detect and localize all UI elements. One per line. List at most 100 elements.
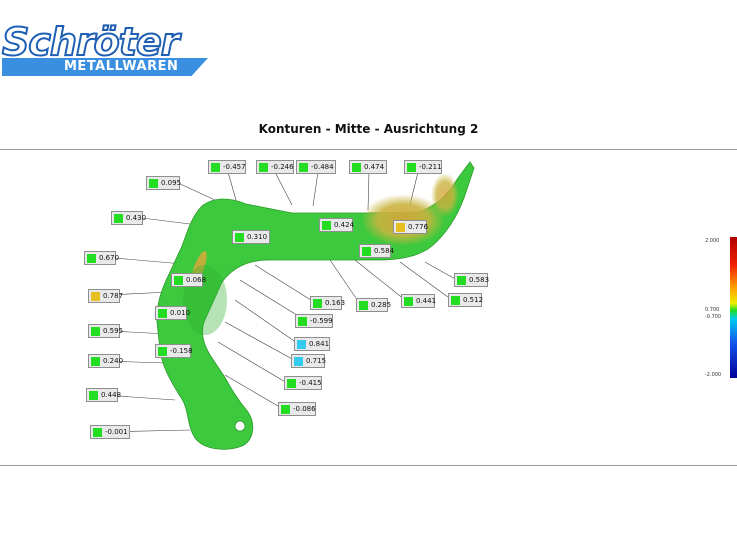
- deviation-value: 0.285: [371, 301, 392, 309]
- deviation-color-swatch: [235, 233, 244, 242]
- deviation-callout: 0.068: [171, 273, 207, 287]
- deviation-value: -0.086: [293, 405, 316, 413]
- page-title: Konturen - Mitte - Ausrichtung 2: [258, 122, 479, 136]
- top-divider: [0, 149, 737, 150]
- deviation-color-swatch: [407, 163, 416, 172]
- deviation-callout: 0.095: [146, 176, 182, 190]
- deviation-callout: 0.424: [319, 218, 355, 232]
- deviation-value: -0.246: [271, 163, 294, 171]
- deviation-color-swatch: [287, 379, 296, 388]
- deviation-color-swatch: [396, 223, 405, 232]
- deviation-callout: -0.158: [155, 344, 193, 358]
- deviation-color-swatch: [359, 301, 368, 310]
- deviation-callout: 0.285: [356, 298, 392, 312]
- deviation-value: 0.448: [101, 391, 122, 399]
- deviation-color-swatch: [259, 163, 268, 172]
- deviation-value: -0.484: [311, 163, 334, 171]
- deviation-color-swatch: [158, 347, 167, 356]
- deviation-value: 0.715: [306, 357, 327, 365]
- deviation-callout: 0.670: [84, 251, 120, 265]
- deviation-callout: 0.841: [294, 337, 330, 351]
- deviation-color-swatch: [91, 327, 100, 336]
- deviation-color-swatch: [89, 391, 98, 400]
- deviation-value: 0.441: [416, 297, 437, 305]
- deviation-value: -0.211: [419, 163, 442, 171]
- deviation-value: 0.841: [309, 340, 330, 348]
- deviation-callout: -0.246: [256, 160, 294, 174]
- deviation-color-swatch: [281, 405, 290, 414]
- deviation-callout: -0.457: [208, 160, 246, 174]
- deviation-value: 0.776: [408, 223, 429, 231]
- deviation-callout: -0.484: [296, 160, 336, 174]
- deviation-color-swatch: [158, 309, 167, 318]
- deviation-callout: 0.474: [349, 160, 387, 174]
- deviation-value: 0.310: [247, 233, 268, 241]
- deviation-callout: 0.715: [291, 354, 327, 368]
- scale-label-mid-upper: 0.700: [705, 307, 720, 313]
- deviation-color-swatch: [297, 340, 306, 349]
- deviation-color-swatch: [91, 292, 100, 301]
- scale-label-bottom: -2.000: [705, 372, 722, 378]
- deviation-color-swatch: [114, 214, 123, 223]
- deviation-color-swatch: [451, 296, 460, 305]
- deviation-value: 0.583: [469, 276, 490, 284]
- deviation-value: 0.240: [103, 357, 124, 365]
- deviation-color-swatch: [298, 317, 307, 326]
- deviation-callout: -0.001: [90, 425, 130, 439]
- deviation-value: -0.599: [310, 317, 333, 325]
- deviation-callout: 0.584: [359, 244, 395, 258]
- deviation-callout: 0.595: [88, 324, 124, 338]
- deviation-color-swatch: [299, 163, 308, 172]
- deviation-callout: 0.163: [310, 296, 346, 310]
- logo-band: [2, 58, 208, 76]
- deviation-value: -0.001: [105, 428, 128, 436]
- deviation-value: 0.595: [103, 327, 124, 335]
- bottom-divider: [0, 465, 737, 466]
- deviation-color-swatch: [404, 297, 413, 306]
- deviation-value: 0.010: [170, 309, 191, 317]
- deviation-value: 0.512: [463, 296, 484, 304]
- deviation-color-swatch: [352, 163, 361, 172]
- deviation-callout: 0.010: [155, 306, 191, 320]
- deviation-callout: -0.211: [404, 160, 442, 174]
- deviation-callout: -0.415: [284, 376, 322, 390]
- deviation-color-swatch: [362, 247, 371, 256]
- deviation-callout: 0.310: [232, 230, 270, 244]
- deviation-color-swatch: [322, 221, 331, 230]
- scale-label-mid-lower: -0.700: [705, 314, 722, 320]
- company-logo: Schröter METALLWAREN: [1, 20, 212, 80]
- deviation-value: -0.158: [170, 347, 193, 355]
- color-scale-bar: [730, 237, 737, 378]
- deviation-color-swatch: [91, 357, 100, 366]
- deviation-value: 0.787: [103, 292, 124, 300]
- deviation-callout: -0.086: [278, 402, 316, 416]
- deviation-color-swatch: [313, 299, 322, 308]
- deviation-color-swatch: [211, 163, 220, 172]
- deviation-callout: 0.512: [448, 293, 484, 307]
- deviation-color-swatch: [93, 428, 102, 437]
- deviation-callout: 0.583: [454, 273, 490, 287]
- deviation-callout: 0.448: [86, 388, 122, 402]
- logo-wordmark: Schröter: [1, 20, 180, 64]
- deviation-callout: 0.240: [88, 354, 124, 368]
- deviation-value: 0.474: [364, 163, 385, 171]
- logo-subtitle: METALLWAREN: [64, 59, 179, 74]
- deviation-value: 0.584: [374, 247, 395, 255]
- deviation-color-swatch: [174, 276, 183, 285]
- deviation-value: -0.457: [223, 163, 246, 171]
- deviation-color-swatch: [87, 254, 96, 263]
- deviation-callout: 0.787: [88, 289, 124, 303]
- deviation-callout: -0.599: [295, 314, 333, 328]
- deviation-value: 0.424: [334, 221, 355, 229]
- deviation-value: 0.095: [161, 179, 182, 187]
- deviation-value: -0.415: [299, 379, 322, 387]
- deviation-color-swatch: [457, 276, 466, 285]
- scale-label-top: 2.000: [705, 238, 720, 244]
- deviation-callout: 0.430: [111, 211, 147, 225]
- deviation-value: 0.670: [99, 254, 120, 262]
- deviation-value: 0.430: [126, 214, 147, 222]
- deviation-callout: 0.776: [393, 220, 429, 234]
- deviation-value: 0.068: [186, 276, 207, 284]
- deviation-value: 0.163: [325, 299, 346, 307]
